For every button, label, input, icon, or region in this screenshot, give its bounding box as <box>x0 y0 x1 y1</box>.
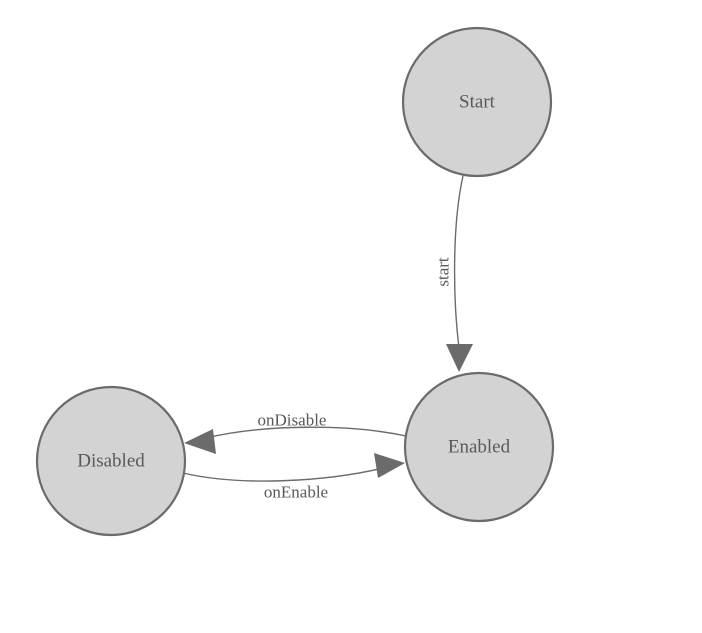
edge-enabled-to-disabled-path <box>205 426 407 439</box>
state-node-disabled-label: Disabled <box>77 451 145 472</box>
edge-label-onenable: onEnable <box>264 483 328 502</box>
state-node-start[interactable]: Start <box>401 26 553 178</box>
edge-disabled-to-enabled-path <box>182 467 384 482</box>
edge-disabled-to-enabled-arrowhead-icon <box>374 453 405 478</box>
state-node-start-circle <box>401 26 553 178</box>
state-node-disabled[interactable]: Disabled <box>35 385 187 537</box>
edge-label-ondisable: onDisable <box>258 411 327 430</box>
edge-label-start: start <box>434 257 453 287</box>
edge-start-to-enabled[interactable]: start <box>434 175 474 372</box>
state-node-disabled-circle <box>35 385 187 537</box>
state-node-enabled-circle <box>403 371 555 523</box>
edge-start-to-enabled-path <box>453 175 464 349</box>
state-node-enabled-label: Enabled <box>448 437 511 458</box>
state-node-start-label: Start <box>459 92 496 113</box>
edge-enabled-to-disabled-arrowhead-icon <box>184 429 216 454</box>
state-node-enabled[interactable]: Enabled <box>403 371 555 523</box>
edge-enabled-to-disabled[interactable]: onDisable <box>184 411 407 455</box>
edge-start-to-enabled-arrowhead-icon <box>446 344 473 372</box>
edge-disabled-to-enabled[interactable]: onEnable <box>182 453 405 502</box>
